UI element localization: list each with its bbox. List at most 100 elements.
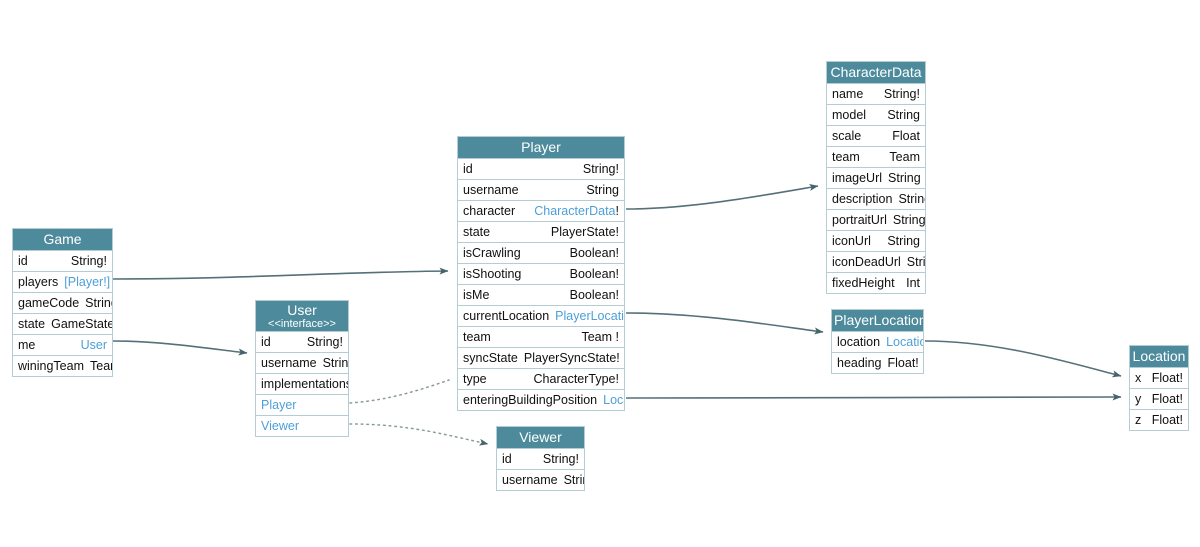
edge-user-implements-viewer bbox=[349, 423, 489, 446]
entity-playerlocation[interactable]: PlayerLocation location Location! headin… bbox=[831, 309, 924, 374]
edge-game-players-to-player bbox=[112, 267, 449, 280]
field-row[interactable]: me User bbox=[13, 334, 112, 355]
field-type-link[interactable]: [Player!] bbox=[64, 274, 111, 289]
field-row[interactable]: gameCode String! bbox=[13, 292, 112, 313]
field-row[interactable]: character CharacterData! bbox=[458, 200, 624, 221]
field-row[interactable]: team Team ! bbox=[458, 326, 624, 347]
field-type: CharacterType! bbox=[533, 371, 619, 386]
field-type: String bbox=[586, 182, 619, 197]
field-name: scale bbox=[832, 128, 862, 143]
implementations-label: implementations bbox=[261, 376, 348, 391]
field-row[interactable]: id String! bbox=[458, 158, 624, 179]
field-name: enteringBuildingPosition bbox=[463, 392, 598, 407]
field-type-link[interactable]: Location bbox=[603, 392, 624, 407]
field-row[interactable]: players [Player!] bbox=[13, 271, 112, 292]
field-name: portraitUrl bbox=[832, 212, 887, 227]
field-type: Boolean! bbox=[569, 245, 619, 260]
field-row[interactable]: state PlayerState! bbox=[458, 221, 624, 242]
entity-characterdata-title: CharacterData bbox=[827, 62, 925, 83]
field-type: Float bbox=[892, 128, 920, 143]
field-row[interactable]: z Float! bbox=[1130, 409, 1188, 430]
field-type: PlayerLocation! bbox=[549, 307, 624, 326]
field-row[interactable]: isMe Boolean! bbox=[458, 284, 624, 305]
field-type-link[interactable]: Location bbox=[886, 334, 923, 349]
field-row[interactable]: isCrawling Boolean! bbox=[458, 242, 624, 263]
field-row[interactable]: username String bbox=[256, 352, 348, 373]
field-type: Float! bbox=[1151, 370, 1183, 385]
field-row[interactable]: description String bbox=[827, 188, 925, 209]
non-null-marker: ! bbox=[615, 203, 619, 218]
implementation-viewer-row[interactable]: Viewer bbox=[256, 415, 348, 436]
field-row[interactable]: currentLocation PlayerLocation! bbox=[458, 305, 624, 326]
field-row[interactable]: fixedHeight Int bbox=[827, 272, 925, 293]
field-row[interactable]: iconDeadUrl String bbox=[827, 251, 925, 272]
field-name: model bbox=[832, 107, 867, 122]
field-name: iconDeadUrl bbox=[832, 254, 901, 269]
implementations-header-row: implementations bbox=[256, 373, 348, 394]
field-type: String! bbox=[883, 86, 920, 101]
field-row[interactable]: syncState PlayerSyncState! bbox=[458, 347, 624, 368]
field-name: state bbox=[18, 316, 46, 331]
field-name: syncState bbox=[463, 350, 518, 365]
entity-game[interactable]: Game id String! players [Player!] gameCo… bbox=[12, 228, 113, 377]
field-row[interactable]: imageUrl String bbox=[827, 167, 925, 188]
entity-user-name: User bbox=[287, 302, 317, 318]
entity-user-stereotype: <<interface>> bbox=[268, 318, 336, 330]
field-type: String bbox=[887, 233, 920, 248]
field-row[interactable]: isShooting Boolean! bbox=[458, 263, 624, 284]
entity-user[interactable]: User <<interface>> id String! username S… bbox=[255, 300, 349, 437]
field-row[interactable]: name String! bbox=[827, 83, 925, 104]
implementation-player-row[interactable]: Player bbox=[256, 394, 348, 415]
field-name: team bbox=[463, 329, 491, 344]
field-name: id bbox=[261, 334, 271, 349]
field-row[interactable]: y Float! bbox=[1130, 388, 1188, 409]
field-row[interactable]: heading Float! bbox=[832, 352, 923, 373]
field-row[interactable]: team Team bbox=[827, 146, 925, 167]
field-type-link[interactable]: User bbox=[80, 337, 107, 352]
field-name: character bbox=[463, 203, 516, 218]
field-row[interactable]: enteringBuildingPosition Location bbox=[458, 389, 624, 410]
field-type: Location! bbox=[880, 333, 923, 352]
field-type: Float! bbox=[887, 355, 919, 370]
entity-player[interactable]: Player id String! username String charac… bbox=[457, 136, 625, 411]
field-row[interactable]: id String! bbox=[256, 331, 348, 352]
field-row[interactable]: iconUrl String bbox=[827, 230, 925, 251]
field-type: Float! bbox=[1151, 412, 1183, 427]
edge-game-me-to-user bbox=[112, 340, 248, 356]
field-type: PlayerSyncState! bbox=[523, 350, 620, 365]
field-name: type bbox=[463, 371, 487, 386]
field-type: Int bbox=[906, 275, 920, 290]
field-row[interactable]: winingTeam Team bbox=[13, 355, 112, 376]
field-row[interactable]: x Float! bbox=[1130, 367, 1188, 388]
edge-player-character-to-characterdata bbox=[625, 183, 819, 210]
field-type: PlayerState! bbox=[550, 224, 619, 239]
field-row[interactable]: portraitUrl String bbox=[827, 209, 925, 230]
field-row[interactable]: location Location! bbox=[832, 331, 923, 352]
edge-player-enteringbuildingposition-to-location bbox=[625, 393, 1122, 401]
field-row[interactable]: id String! bbox=[497, 448, 584, 469]
field-name: z bbox=[1135, 412, 1142, 427]
field-type-link[interactable]: CharacterData bbox=[534, 203, 616, 218]
field-row[interactable]: id String! bbox=[13, 250, 112, 271]
implementation-name[interactable]: Viewer bbox=[261, 418, 299, 433]
field-type: Boolean! bbox=[569, 266, 619, 281]
field-type-link[interactable]: PlayerLocation bbox=[555, 308, 624, 323]
field-row[interactable]: username String bbox=[497, 469, 584, 490]
field-row[interactable]: type CharacterType! bbox=[458, 368, 624, 389]
field-row[interactable]: model String bbox=[827, 104, 925, 125]
field-type: String bbox=[898, 191, 925, 206]
field-type: String! bbox=[306, 334, 343, 349]
implementation-name[interactable]: Player bbox=[261, 397, 297, 412]
entity-location[interactable]: Location x Float! y Float! z Float! bbox=[1129, 345, 1189, 431]
entity-viewer[interactable]: Viewer id String! username String bbox=[496, 426, 585, 491]
field-name: gameCode bbox=[18, 295, 80, 310]
entity-characterdata[interactable]: CharacterData name String! model String … bbox=[826, 61, 926, 294]
field-row[interactable]: scale Float bbox=[827, 125, 925, 146]
field-name: name bbox=[832, 86, 864, 101]
field-row[interactable]: username String bbox=[458, 179, 624, 200]
field-type: String bbox=[892, 212, 925, 227]
field-type: Team bbox=[889, 149, 920, 164]
field-name: y bbox=[1135, 391, 1142, 406]
field-row[interactable]: state GameState! bbox=[13, 313, 112, 334]
field-name: username bbox=[502, 472, 558, 487]
